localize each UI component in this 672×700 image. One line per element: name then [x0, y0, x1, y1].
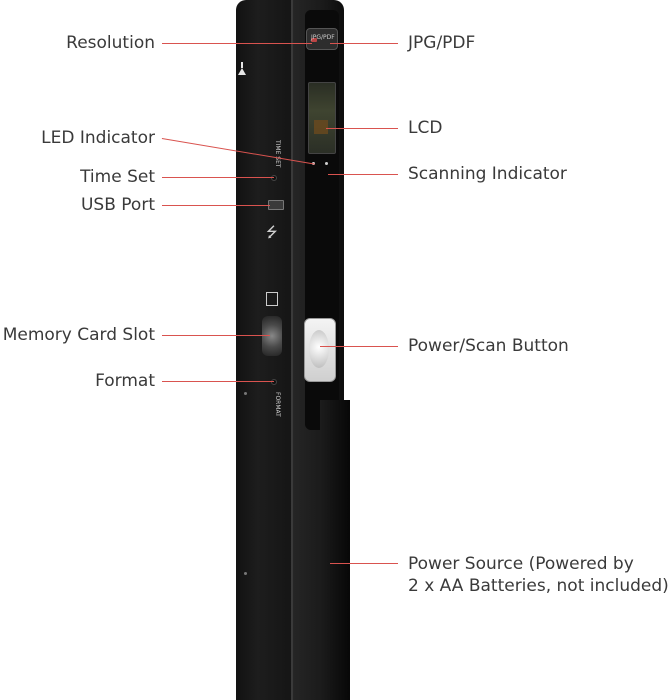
time-set-print: TIME SET	[274, 140, 281, 168]
jpg-pdf-label: JPG/PDF	[408, 33, 476, 53]
body-dot	[244, 392, 247, 395]
format-label: Format	[95, 371, 155, 391]
led-indicator-label: LED Indicator	[41, 128, 155, 148]
usb-icon: ⭍	[266, 225, 278, 241]
resolution-label: Resolution	[66, 33, 155, 53]
format-pin[interactable]	[271, 379, 277, 385]
power-source-label-line1: Power Source (Powered by	[408, 554, 634, 574]
lcd-label: LCD	[408, 118, 443, 138]
power-scan-button-label: Power/Scan Button	[408, 336, 569, 356]
scanning-indicator-callout-line	[328, 174, 398, 175]
resolution-callout-line	[162, 43, 312, 44]
lcd-screen	[308, 82, 336, 154]
time-set-label: Time Set	[80, 167, 155, 187]
scanner-lower-shade	[320, 400, 350, 700]
usb-port-callout-line	[162, 205, 270, 206]
jpg-pdf-callout-line	[330, 43, 398, 44]
format-print: FORMAT	[274, 392, 281, 417]
scan-led-dot	[325, 162, 328, 165]
scanner-seam	[291, 0, 293, 700]
jpg-pdf-print: JPG/PDF	[311, 34, 335, 41]
format-callout-line	[162, 381, 274, 382]
triangle-marker-icon	[238, 68, 246, 75]
jpg-pdf-button[interactable]	[306, 28, 338, 50]
time-set-callout-line	[162, 177, 274, 178]
marker-line-icon	[241, 62, 243, 68]
lcd-indicator-bar	[314, 120, 328, 134]
time-set-pin[interactable]	[271, 175, 277, 181]
usb-port[interactable]	[268, 200, 284, 210]
resolution-button[interactable]	[311, 38, 317, 42]
usb-port-label: USB Port	[80, 195, 155, 215]
power-scan-callout-line	[320, 346, 398, 347]
memory-card-slot-label: Memory Card Slot	[2, 325, 155, 345]
body-dot	[244, 572, 247, 575]
scanning-indicator-label: Scanning Indicator	[408, 164, 567, 184]
memory-card-callout-line	[162, 335, 270, 336]
power-scan-button-face	[309, 330, 329, 368]
power-source-callout-line	[330, 563, 398, 564]
lcd-callout-line	[326, 128, 398, 129]
memory-card-slot[interactable]	[262, 316, 282, 356]
power-source-label-line2: 2 x AA Batteries, not included)	[408, 576, 669, 596]
sd-card-icon	[266, 292, 278, 306]
